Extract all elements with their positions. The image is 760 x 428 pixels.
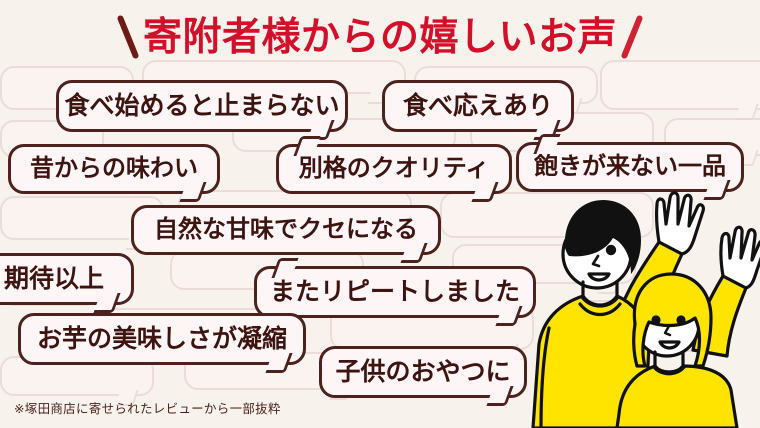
review-bubble: 別格のクオリティ xyxy=(276,136,512,202)
review-bubble: 子供のおやつに xyxy=(319,346,527,406)
cheering-couple-illustration xyxy=(525,178,760,428)
review-bubble-label: 期待以上 xyxy=(3,264,104,293)
review-bubble-label: 飽きが来ない一品 xyxy=(534,153,726,180)
bubble-tail-icon xyxy=(93,293,121,313)
footnote: ※塚田商店に寄せられたレビューから一部抜粋 xyxy=(14,402,281,416)
review-bubble: 食べ応えあり xyxy=(382,80,574,140)
review-bubble-label: 子供のおやつに xyxy=(335,357,511,386)
review-bubble-label: 食べ始めると止まらない xyxy=(64,91,340,120)
review-bubble-label: お芋の美味しさが凝縮 xyxy=(36,324,287,353)
review-bubble-label: またリピートしました xyxy=(269,277,520,306)
review-bubble: 食べ始めると止まらない xyxy=(56,80,348,140)
review-bubble: お芋の美味しさが凝縮 xyxy=(18,313,306,373)
bubble-tail-up-icon xyxy=(293,136,321,156)
title-right-slash-icon xyxy=(620,14,644,60)
bubble-tail-icon xyxy=(471,182,499,202)
page-title-text: 寄附者様からの嬉しいお声 xyxy=(142,15,617,59)
review-bubble-label: 別格のクオリティ xyxy=(298,155,490,182)
review-bubble: またリピートしました xyxy=(254,258,536,326)
review-bubble: 昔からの味わい xyxy=(8,144,220,202)
title-left-slash-icon xyxy=(116,14,140,60)
bubble-tail-icon xyxy=(400,243,428,263)
bubble-tail-icon xyxy=(486,386,514,406)
bubble-tail-up-icon xyxy=(271,258,299,278)
page-title: 寄附者様からの嬉しいお声 xyxy=(0,6,760,68)
bubble-tail-icon xyxy=(495,306,523,326)
review-bubble-label: 昔からの味わい xyxy=(30,155,198,182)
review-bubble-label: 食べ応えあり xyxy=(402,91,553,120)
bubble-tail-icon xyxy=(265,353,293,373)
review-bubble: 自然な甘味でクセになる xyxy=(131,205,441,263)
bubble-tail-icon xyxy=(179,182,207,202)
review-bubble-label: 自然な甘味でクセになる xyxy=(154,216,418,243)
review-bubble: 期待以上 xyxy=(0,253,134,313)
